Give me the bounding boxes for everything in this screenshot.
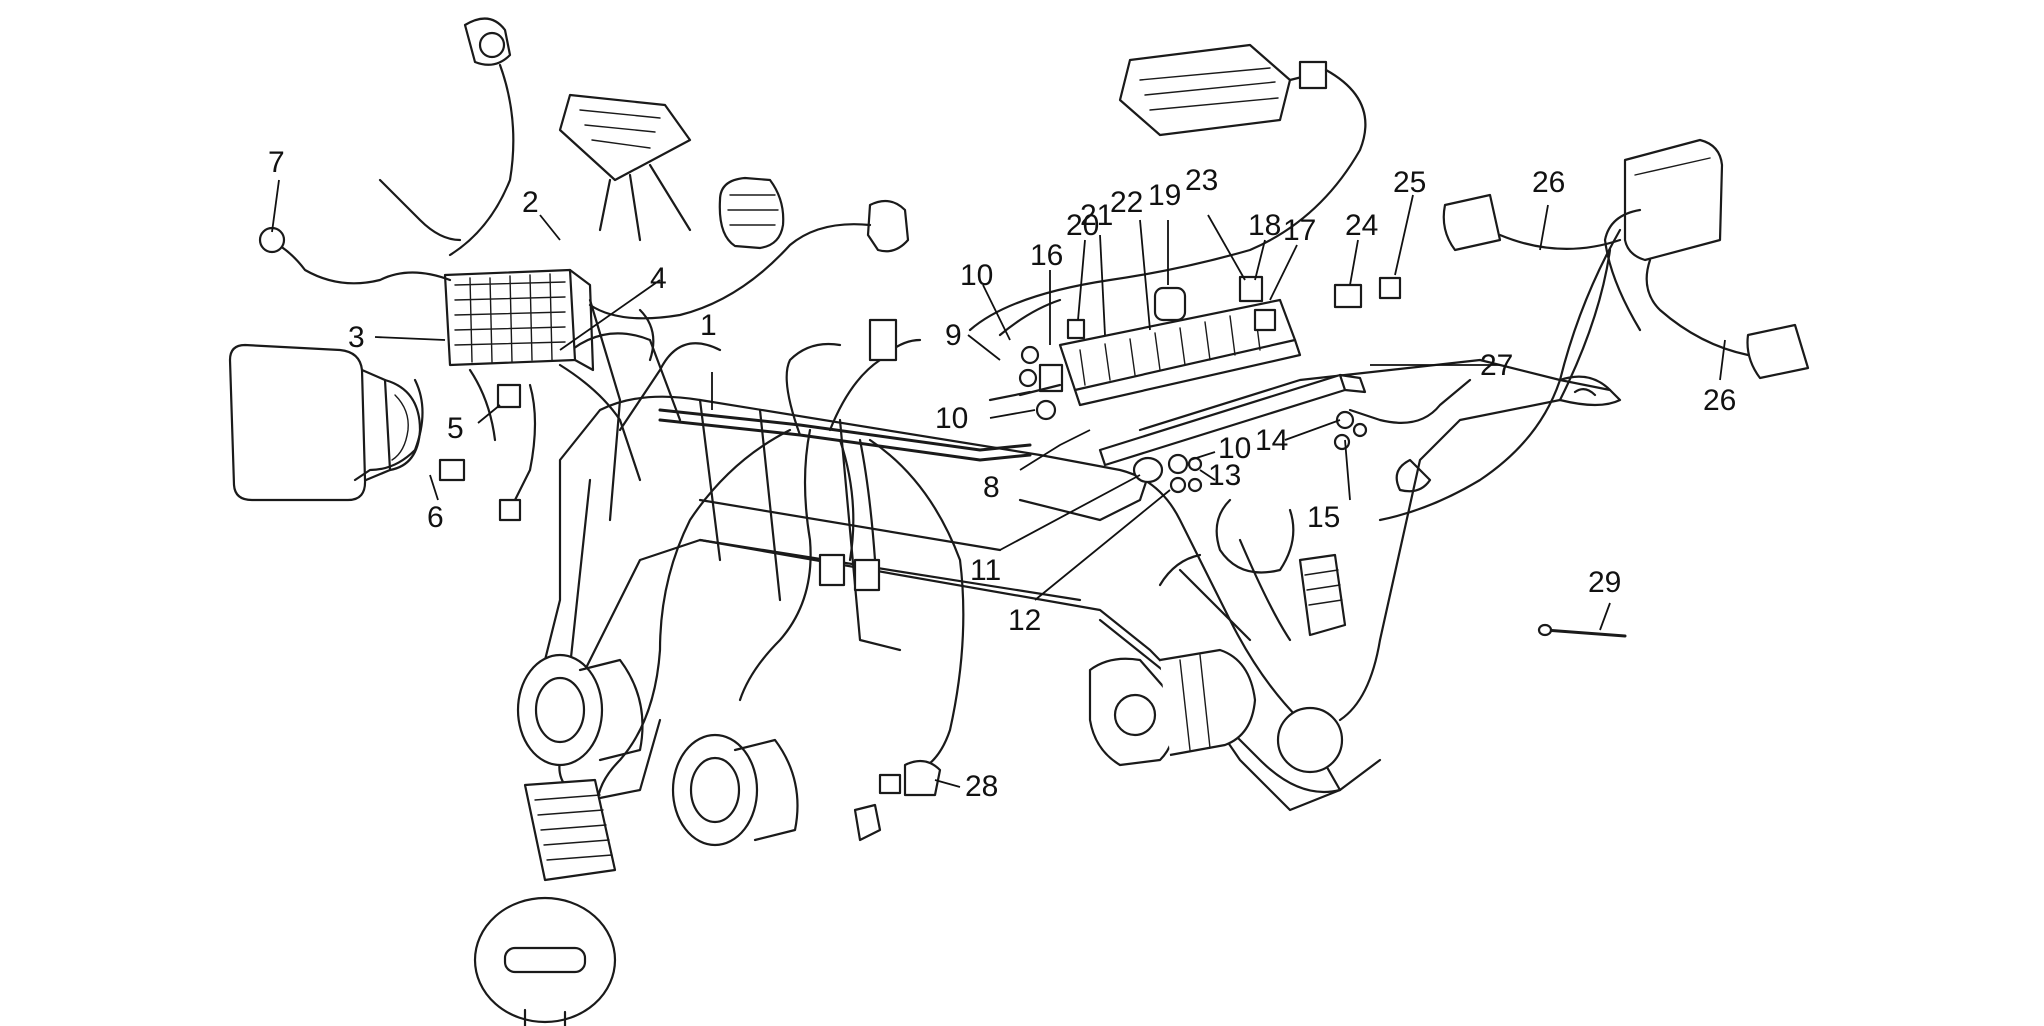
horn-upper xyxy=(516,653,644,767)
callout-10c: 10 xyxy=(1218,432,1251,465)
callout-18: 18 xyxy=(1248,209,1281,242)
callout-labels: 1 2 3 4 5 6 7 8 9 10 10 10 11 12 13 14 1… xyxy=(268,146,1736,803)
callout-12: 12 xyxy=(1008,604,1041,637)
callout-9: 9 xyxy=(945,319,962,352)
callout-8: 8 xyxy=(983,471,1000,504)
sensor-28 xyxy=(853,759,942,842)
callout-26b: 26 xyxy=(1703,384,1736,417)
callout-17: 17 xyxy=(1283,214,1316,247)
callout-24: 24 xyxy=(1345,209,1378,242)
relay-strip xyxy=(988,275,1402,407)
callout-7: 7 xyxy=(268,146,285,179)
starter-motor xyxy=(1088,648,1257,767)
ignition-unit xyxy=(968,43,1367,332)
alternator-cover xyxy=(473,896,617,1026)
voltage-regulator xyxy=(523,778,617,882)
callout-22: 22 xyxy=(1110,186,1143,219)
callout-2: 2 xyxy=(522,186,539,219)
callout-26a: 26 xyxy=(1532,166,1565,199)
leader-lines xyxy=(271,179,1726,788)
main-harness xyxy=(596,318,1032,822)
callout-29: 29 xyxy=(1588,566,1621,599)
callout-16: 16 xyxy=(1030,239,1063,272)
indicator-rear-upper xyxy=(1442,193,1622,252)
speedometer xyxy=(718,176,785,250)
callout-23: 23 xyxy=(1185,164,1218,197)
callout-5: 5 xyxy=(447,412,464,445)
callout-10a: 10 xyxy=(960,259,993,292)
callout-6: 6 xyxy=(427,501,444,534)
callout-13: 13 xyxy=(1208,459,1241,492)
fuse-box xyxy=(443,268,595,409)
instrument-panel xyxy=(558,93,692,242)
callout-25: 25 xyxy=(1393,166,1426,199)
callout-1: 1 xyxy=(700,309,717,342)
callout-15: 15 xyxy=(1307,501,1340,534)
rear-harness xyxy=(1378,228,1622,522)
callout-28: 28 xyxy=(965,770,998,803)
starter-harness xyxy=(1158,498,1347,774)
tail-light xyxy=(1603,138,1724,332)
left-wiring xyxy=(258,178,642,522)
headlight xyxy=(228,343,422,502)
callout-27: 27 xyxy=(1480,349,1513,382)
handlebar-switch-left xyxy=(448,17,515,257)
indicator-rear-lower xyxy=(1645,258,1810,380)
battery-bracket xyxy=(998,298,1472,467)
horn-lower xyxy=(671,733,799,847)
callout-21: 21 xyxy=(1080,199,1113,232)
cable-tie xyxy=(1537,623,1627,638)
callout-4: 4 xyxy=(650,262,667,295)
callout-14: 14 xyxy=(1255,424,1288,457)
callout-10b: 10 xyxy=(935,402,968,435)
callout-3: 3 xyxy=(348,321,365,354)
callout-11: 11 xyxy=(970,554,1001,587)
callout-20: 20 xyxy=(1066,209,1099,242)
small-hardware xyxy=(1018,345,1368,494)
callout-19: 19 xyxy=(1148,179,1181,212)
handlebar-switch-right xyxy=(588,199,910,320)
